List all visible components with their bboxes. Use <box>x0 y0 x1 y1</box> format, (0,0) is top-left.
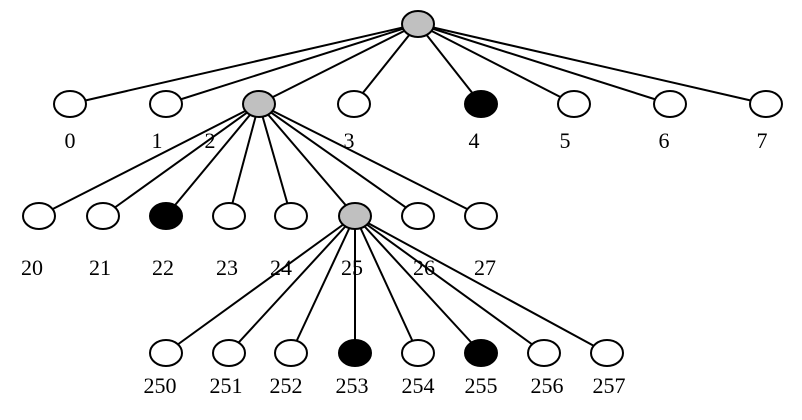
edge-25-256 <box>354 215 545 354</box>
node-250 <box>149 339 183 367</box>
node-label-255: 255 <box>465 373 498 398</box>
edges-layer <box>38 23 767 354</box>
node-label-6: 6 <box>659 128 670 153</box>
edge-2-26 <box>258 103 419 217</box>
node-257 <box>590 339 624 367</box>
node-255 <box>464 339 498 367</box>
node-25 <box>338 202 372 230</box>
edge-root-5 <box>417 23 575 105</box>
edge-2-24 <box>258 103 292 217</box>
node-2 <box>242 90 276 118</box>
node-27 <box>464 202 498 230</box>
node-26 <box>401 202 435 230</box>
node-4 <box>464 90 498 118</box>
node-label-4: 4 <box>469 128 480 153</box>
node-20 <box>22 202 56 230</box>
nodes-layer <box>22 10 783 367</box>
node-label-7: 7 <box>757 128 768 153</box>
edge-2-20 <box>38 103 260 217</box>
node-254 <box>401 339 435 367</box>
node-0 <box>53 90 87 118</box>
node-label-26: 26 <box>413 255 435 280</box>
node-label-253: 253 <box>336 373 369 398</box>
node-252 <box>274 339 308 367</box>
edge-root-2 <box>258 23 419 105</box>
node-label-5: 5 <box>560 128 571 153</box>
node-7 <box>749 90 783 118</box>
edge-root-1 <box>165 23 419 105</box>
edge-25-250 <box>165 215 356 354</box>
node-3 <box>337 90 371 118</box>
edge-root-4 <box>417 23 482 105</box>
node-label-21: 21 <box>89 255 111 280</box>
node-label-27: 27 <box>474 255 496 280</box>
node-label-1: 1 <box>152 128 163 153</box>
edge-25-255 <box>354 215 482 354</box>
node-label-24: 24 <box>270 255 292 280</box>
node-22 <box>149 202 183 230</box>
edge-2-22 <box>165 103 260 217</box>
node-label-250: 250 <box>144 373 177 398</box>
node-253 <box>338 339 372 367</box>
node-1 <box>149 90 183 118</box>
node-label-25: 25 <box>341 255 363 280</box>
edge-root-6 <box>417 23 671 105</box>
edge-25-257 <box>354 215 608 354</box>
node-label-2: 2 <box>205 128 216 153</box>
node-label-3: 3 <box>344 128 355 153</box>
node-256 <box>527 339 561 367</box>
edge-25-252 <box>290 215 356 354</box>
edge-25-251 <box>228 215 356 354</box>
node-label-257: 257 <box>593 373 626 398</box>
node-6 <box>653 90 687 118</box>
node-251 <box>212 339 246 367</box>
node-label-251: 251 <box>210 373 243 398</box>
edge-2-23 <box>228 103 260 217</box>
edge-root-7 <box>417 23 767 105</box>
edge-root-3 <box>353 23 419 105</box>
node-label-20: 20 <box>21 255 43 280</box>
node-label-252: 252 <box>270 373 303 398</box>
node-label-256: 256 <box>531 373 564 398</box>
edge-2-27 <box>258 103 482 217</box>
edge-25-254 <box>354 215 419 354</box>
node-label-22: 22 <box>152 255 174 280</box>
node-23 <box>212 202 246 230</box>
edge-2-25 <box>258 103 356 217</box>
node-5 <box>557 90 591 118</box>
node-21 <box>86 202 120 230</box>
edge-2-21 <box>102 103 260 217</box>
node-label-23: 23 <box>216 255 238 280</box>
node-root <box>401 10 435 38</box>
node-label-0: 0 <box>65 128 76 153</box>
edge-root-0 <box>69 23 419 105</box>
node-24 <box>274 202 308 230</box>
node-label-254: 254 <box>402 373 435 398</box>
